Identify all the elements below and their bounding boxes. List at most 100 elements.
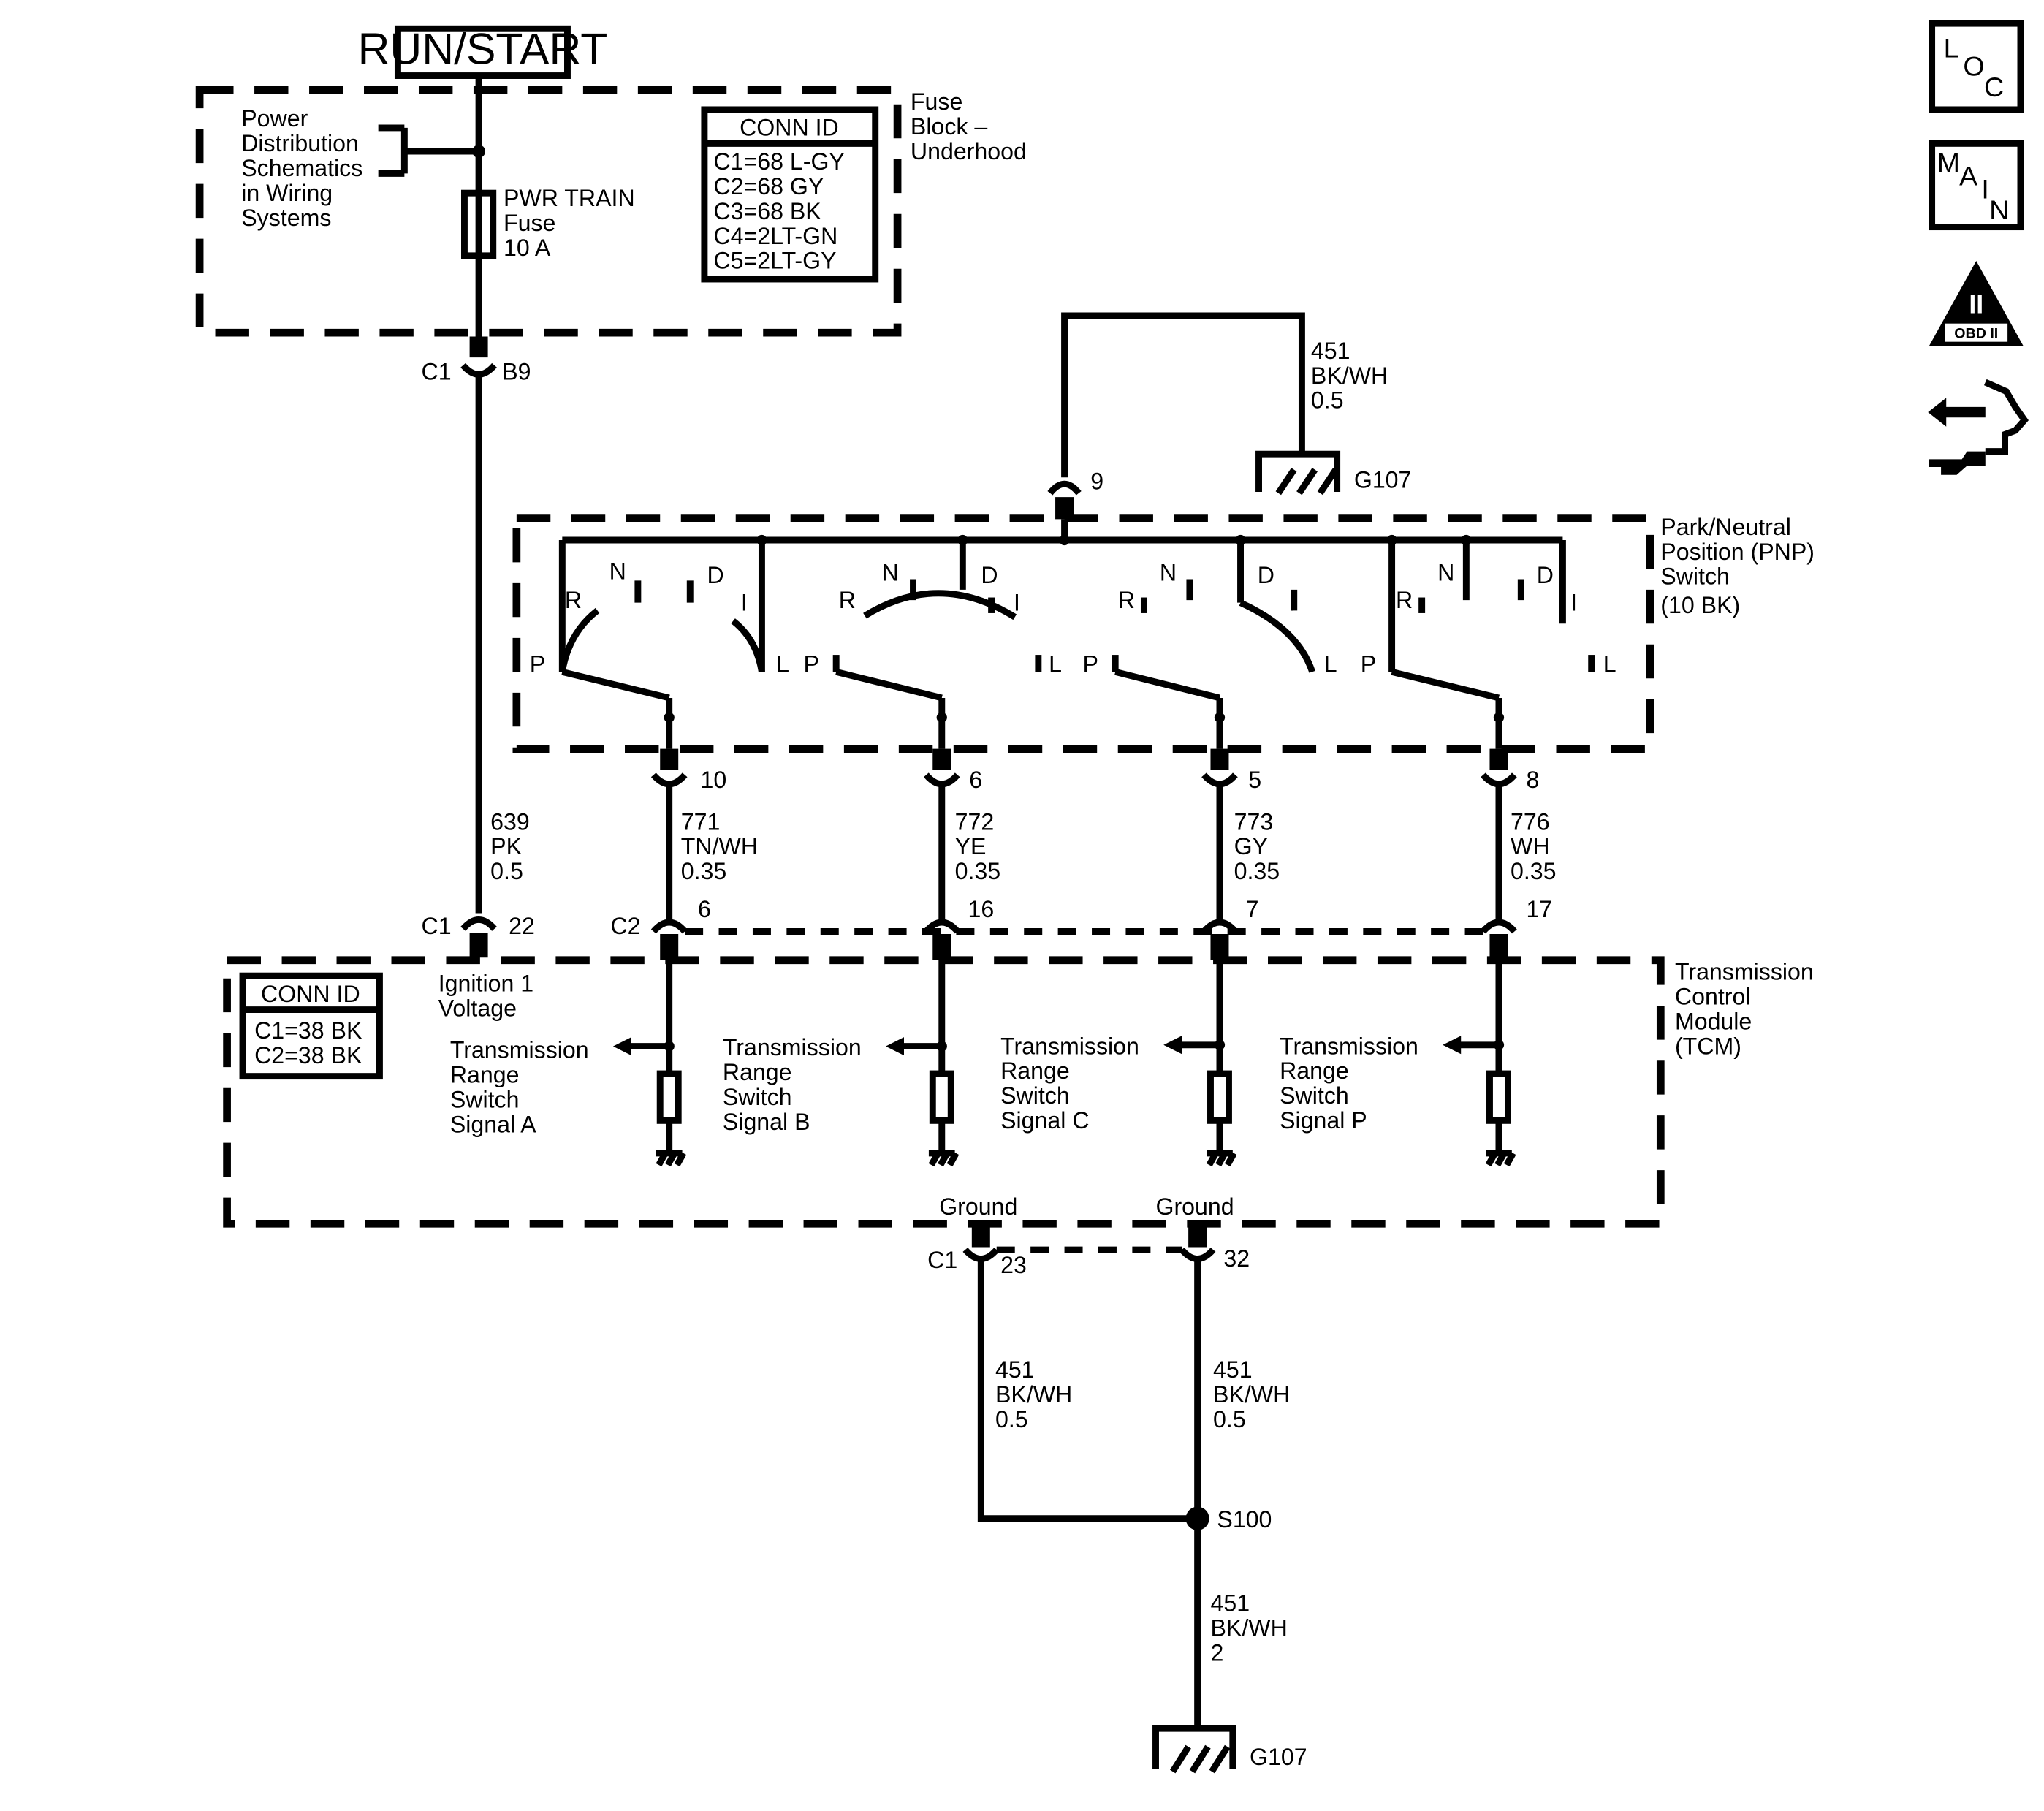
svg-text:Range: Range	[723, 1059, 792, 1085]
svg-text:9: 9	[1090, 468, 1103, 494]
connector-c1-32	[1179, 1247, 1216, 1262]
svg-text:L: L	[1324, 650, 1337, 677]
obd-ii-icon[interactable]: II OBD II	[1929, 261, 2024, 346]
svg-text:451: 451	[995, 1356, 1035, 1383]
svg-text:0.5: 0.5	[1311, 387, 1344, 414]
tcm-input-c	[1163, 960, 1237, 1167]
svg-text:O: O	[1963, 51, 1984, 82]
svg-text:Systems: Systems	[241, 205, 331, 231]
svg-text:0.35: 0.35	[1234, 858, 1280, 884]
fuse-block-boundary	[195, 86, 902, 337]
svg-text:Transmission: Transmission	[450, 1037, 589, 1063]
pnp-switch-a: P R N D I L	[530, 539, 789, 770]
fuse-block-label: Fuse Block – Underhood	[911, 88, 1027, 164]
c2-pin-7: 7	[1201, 896, 1259, 934]
svg-text:A: A	[1959, 160, 1977, 191]
splice-s100-label: S100	[1217, 1506, 1272, 1533]
svg-text:D: D	[1258, 562, 1274, 588]
svg-text:I: I	[1289, 589, 1296, 615]
svg-text:I: I	[1570, 589, 1577, 615]
svg-text:L: L	[1049, 650, 1062, 677]
svg-text:C5=2LT-GY: C5=2LT-GY	[713, 248, 836, 274]
ground-wire-23	[977, 1260, 1198, 1522]
svg-text:PK: PK	[490, 833, 522, 859]
main-icon[interactable]: M A I N	[1929, 140, 2024, 231]
svg-text:Ignition 1: Ignition 1	[438, 971, 533, 997]
svg-text:5: 5	[1248, 767, 1261, 793]
svg-text:Transmission: Transmission	[723, 1034, 862, 1060]
svg-text:6: 6	[698, 896, 711, 922]
svg-text:16: 16	[968, 896, 994, 922]
connector-c1-22	[460, 916, 497, 931]
svg-text:0.35: 0.35	[955, 858, 1001, 884]
svg-text:P: P	[804, 650, 819, 677]
svg-text:Transmission: Transmission	[1000, 1033, 1139, 1059]
pnp-pin-10: 10	[650, 767, 726, 793]
svg-text:BK/WH: BK/WH	[1213, 1381, 1290, 1408]
svg-text:Signal B: Signal B	[723, 1109, 810, 1135]
svg-text:Position (PNP): Position (PNP)	[1660, 539, 1815, 565]
loc-icon[interactable]: L O C	[1929, 20, 2024, 113]
svg-text:in Wiring: in Wiring	[241, 180, 333, 206]
svg-text:D: D	[1537, 562, 1554, 588]
svg-text:32: 32	[1223, 1245, 1250, 1272]
svg-text:451: 451	[1213, 1356, 1253, 1383]
svg-text:773: 773	[1234, 808, 1274, 835]
svg-text:771: 771	[681, 808, 721, 835]
svg-text:R: R	[839, 587, 856, 613]
svg-text:N: N	[882, 559, 899, 585]
svg-text:N: N	[1989, 194, 2009, 225]
wire-773-label: 773 GY 0.35	[1234, 808, 1280, 884]
svg-text:Park/Neutral: Park/Neutral	[1660, 514, 1791, 540]
c1-b9-conn: C1	[422, 358, 452, 384]
svg-text:N: N	[609, 558, 626, 585]
c1-b9-pin: B9	[502, 358, 531, 384]
svg-text:0.5: 0.5	[995, 1406, 1028, 1432]
wire-639-label: 639 PK 0.5	[490, 808, 530, 884]
tcm-input-p	[1443, 960, 1516, 1167]
svg-text:CONN ID: CONN ID	[740, 115, 839, 141]
bottom-wire-label: 451 BK/WH 2	[1210, 1590, 1287, 1666]
svg-text:CONN ID: CONN ID	[261, 981, 360, 1007]
tcm-label: Transmission Control Module (TCM)	[1675, 959, 1814, 1060]
svg-text:Range: Range	[450, 1062, 520, 1088]
svg-text:P: P	[1083, 650, 1098, 677]
svg-text:L: L	[1603, 650, 1616, 677]
service-procedure-icon[interactable]	[1928, 379, 2029, 475]
svg-text:Control: Control	[1675, 983, 1751, 1009]
svg-text:C2=38 BK: C2=38 BK	[254, 1042, 362, 1068]
svg-text:M: M	[1937, 148, 1960, 178]
svg-text:YE: YE	[955, 833, 987, 859]
svg-text:0.35: 0.35	[1511, 858, 1557, 884]
svg-text:Switch: Switch	[1280, 1082, 1349, 1109]
svg-text:Switch: Switch	[1660, 563, 1730, 590]
ground-top-label: G107	[1354, 467, 1412, 493]
svg-text:R: R	[1396, 587, 1413, 613]
conn-id-top: CONN ID C1=68 L-GY C2=68 GY C3=68 BK C4=…	[701, 106, 879, 283]
pnp-switch-label: Park/Neutral Position (PNP) Switch (10 B…	[1660, 514, 1815, 618]
svg-text:8: 8	[1526, 767, 1539, 793]
run-start-label: RUN/START	[358, 23, 608, 73]
tcm-input-b	[886, 960, 960, 1167]
ground-wire-32-label: 451 BK/WH 0.5	[1213, 1356, 1290, 1432]
svg-text:I: I	[1981, 173, 1988, 204]
signal-a-label: Transmission Range Switch Signal A	[450, 1037, 589, 1138]
svg-text:C1=68 L-GY: C1=68 L-GY	[713, 148, 844, 175]
splice-s100	[1185, 1506, 1209, 1530]
svg-text:C2=68 GY: C2=68 GY	[713, 173, 824, 200]
svg-text:Distribution: Distribution	[241, 130, 359, 156]
svg-text:N: N	[1437, 559, 1454, 585]
svg-text:772: 772	[955, 808, 995, 835]
pnp-pin-5: 5	[1201, 767, 1261, 793]
svg-text:D: D	[981, 562, 998, 588]
svg-text:C: C	[1984, 72, 2004, 102]
signal-c-label: Transmission Range Switch Signal C	[1000, 1033, 1139, 1134]
svg-text:Underhood: Underhood	[911, 138, 1027, 164]
svg-text:C1: C1	[422, 913, 452, 939]
svg-text:I: I	[741, 589, 748, 615]
svg-text:L: L	[1944, 33, 1959, 64]
svg-text:Signal C: Signal C	[1000, 1107, 1089, 1134]
svg-text:Range: Range	[1280, 1058, 1349, 1084]
svg-text:R: R	[1118, 587, 1135, 613]
